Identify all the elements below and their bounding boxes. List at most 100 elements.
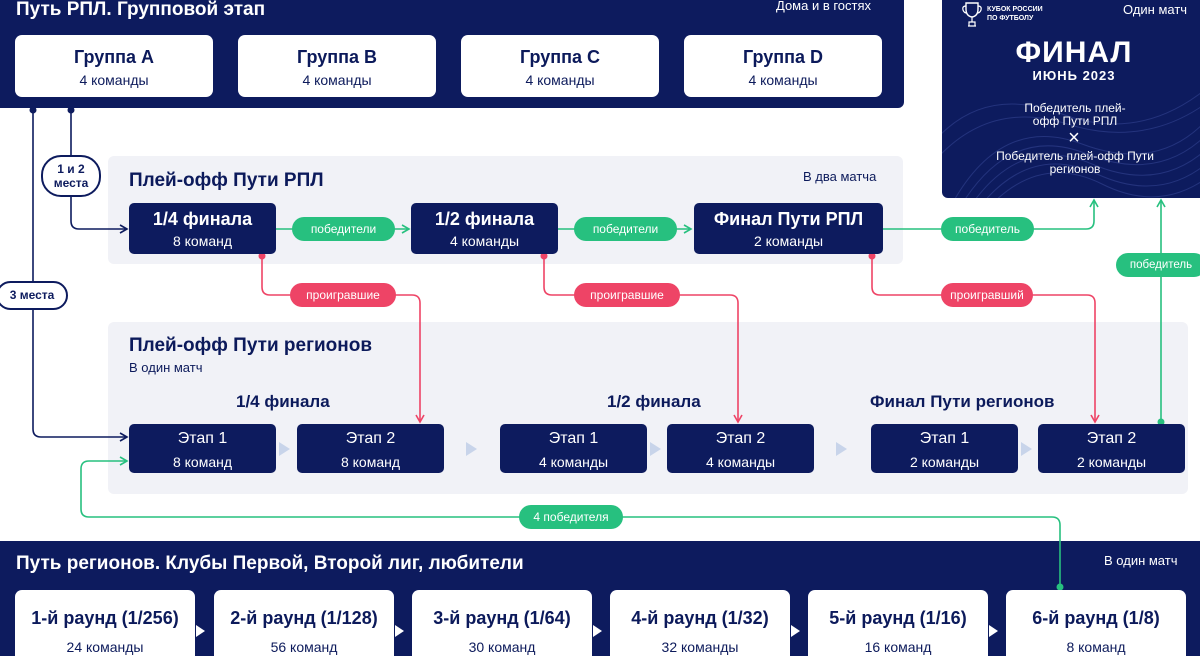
group-name: Группа C (519, 47, 601, 67)
regions-quarter-leg1: Этап 1 8 команд (129, 424, 276, 473)
stage-teams: 2 команды (753, 233, 824, 249)
regions-semi-leg1: Этап 1 4 команды (500, 424, 647, 473)
lose-dot-1 (258, 252, 266, 260)
trophy-icon (962, 2, 982, 27)
arrow-right-icon (1021, 442, 1032, 456)
group-card-b: Группа B 4 команды (238, 35, 436, 97)
round-teams: 30 команд (468, 639, 536, 655)
rpl-group-note: Дома и в гостях (776, 0, 872, 13)
final-versus: × (1068, 127, 1080, 149)
regions-path-note: В один матч (1104, 553, 1178, 568)
arrow-right-icon (466, 442, 477, 456)
round-name: 2-й раунд (1/128) (230, 608, 378, 628)
connector-win-final (883, 198, 1099, 230)
stage-teams: 4 команды (449, 233, 520, 249)
round-name: 1-й раунд (1/256) (31, 608, 179, 628)
leg-teams: 8 команд (172, 454, 233, 470)
group-teams: 4 команды (525, 72, 595, 88)
final-side-2: Победитель плей-офф Пути регионов (996, 149, 1154, 176)
losers-pill-1: проигравшие (290, 283, 396, 307)
win-dot-regions (1157, 418, 1165, 426)
regions-quarter-leg2: Этап 2 8 команд (297, 424, 444, 473)
regions-round-1: 1-й раунд (1/256) 24 команды (15, 590, 195, 656)
winners-pill-1: победители (292, 217, 395, 241)
final-date: ИЮНЬ 2023 (1032, 68, 1116, 83)
group-teams: 4 команды (79, 72, 149, 88)
win-dot-round6 (1056, 583, 1064, 591)
stage-name: Финал Пути РПЛ (713, 209, 864, 229)
group-card-c: Группа C 4 команды (461, 35, 659, 97)
regions-round-5: 5-й раунд (1/16) 16 команд (808, 590, 988, 656)
winners-pill-2: победители (574, 217, 677, 241)
cup-logo: КУБОК РОССИИ ПО ФУТБОЛУ (961, 1, 1051, 33)
final-format: Один матч (1123, 2, 1188, 17)
qualifier-third-pill: 3 места (0, 281, 68, 310)
start-dot-2 (67, 106, 75, 114)
regions-playoff-title: Плей-офф Пути регионов (129, 335, 373, 356)
regions-final-leg2: Этап 2 2 команды (1038, 424, 1185, 473)
cup-logo-text: КУБОК РОССИИ ПО ФУТБОЛУ (987, 6, 1043, 22)
arrow-right-icon (196, 625, 205, 637)
regions-round-3: 3-й раунд (1/64) 30 команд (412, 590, 592, 656)
loser-pill-rpl: проигравший (941, 283, 1033, 307)
group-name: Группа A (73, 47, 155, 67)
round-name: 5-й раунд (1/16) (829, 608, 967, 628)
final-panel-pattern (942, 92, 1200, 198)
round-teams: 8 команд (1066, 639, 1126, 655)
leg-name: Этап 1 (177, 430, 228, 447)
final-side-1: Победитель плей-офф Пути РПЛ (1024, 101, 1126, 128)
regions-round-final-label: Финал Пути регионов (870, 392, 1055, 411)
regions-round-2: 2-й раунд (1/128) 56 команд (214, 590, 394, 656)
final-title: ФИНАЛ (1015, 36, 1133, 69)
winner-pill-rpl: победитель (941, 217, 1034, 241)
rpl-stage-quarter: 1/4 финала 8 команд (129, 203, 276, 254)
arrow-right-icon (279, 442, 290, 456)
group-teams: 4 команды (748, 72, 818, 88)
connector-third (32, 110, 129, 442)
stage-name: 1/4 финала (152, 209, 253, 229)
arrow-right-icon (836, 442, 847, 456)
round-teams: 56 команд (270, 639, 338, 655)
regions-path-title: Путь регионов. Клубы Первой, Второй лиг,… (16, 553, 524, 574)
leg-teams: 2 команды (1076, 454, 1147, 470)
final-panel (942, 0, 1200, 198)
connector-top2 (70, 110, 129, 234)
arrow-right-icon (791, 625, 800, 637)
leg-name: Этап 2 (715, 430, 766, 447)
leg-name: Этап 2 (345, 430, 396, 447)
regions-playoff-note: В один матч (129, 360, 203, 375)
regions-round-quarter-label: 1/4 финала (236, 392, 330, 411)
arrow-right-icon (593, 625, 602, 637)
lose-dot-3 (868, 252, 876, 260)
arrow-right-icon (650, 442, 661, 456)
rpl-stage-final: Финал Пути РПЛ 2 команды (694, 203, 883, 254)
lose-dot-2 (540, 252, 548, 260)
leg-name: Этап 1 (919, 430, 970, 447)
leg-teams: 2 команды (909, 454, 980, 470)
group-name: Группа D (742, 47, 824, 67)
round-name: 6-й раунд (1/8) (1032, 608, 1160, 628)
rpl-stage-semi: 1/2 финала 4 команды (411, 203, 558, 254)
leg-name: Этап 2 (1086, 430, 1137, 447)
regions-final-leg1: Этап 1 2 команды (871, 424, 1018, 473)
regions-semi-leg2: Этап 2 4 команды (667, 424, 814, 473)
rpl-playoff-title: Плей-офф Пути РПЛ (129, 170, 324, 191)
regions-round-semi-label: 1/2 финала (607, 392, 701, 411)
regions-round-4: 4-й раунд (1/32) 32 команды (610, 590, 790, 656)
rpl-playoff-note: В два матча (803, 169, 877, 184)
losers-pill-2: проигравшие (574, 283, 680, 307)
group-name: Группа B (296, 47, 378, 67)
winner-pill-regions: победитель (1116, 253, 1200, 277)
connector-4-winners (80, 456, 1061, 586)
stage-name: 1/2 финала (434, 209, 535, 229)
leg-teams: 8 команд (340, 454, 401, 470)
group-card-d: Группа D 4 команды (684, 35, 882, 97)
arrow-right-icon (989, 625, 998, 637)
leg-teams: 4 команды (538, 454, 609, 470)
leg-name: Этап 1 (548, 430, 599, 447)
leg-teams: 4 команды (705, 454, 776, 470)
round-teams: 32 команды (661, 639, 739, 655)
group-card-a: Группа A 4 команды (15, 35, 213, 97)
round-teams: 24 команды (66, 639, 144, 655)
start-dot-1 (29, 106, 37, 114)
